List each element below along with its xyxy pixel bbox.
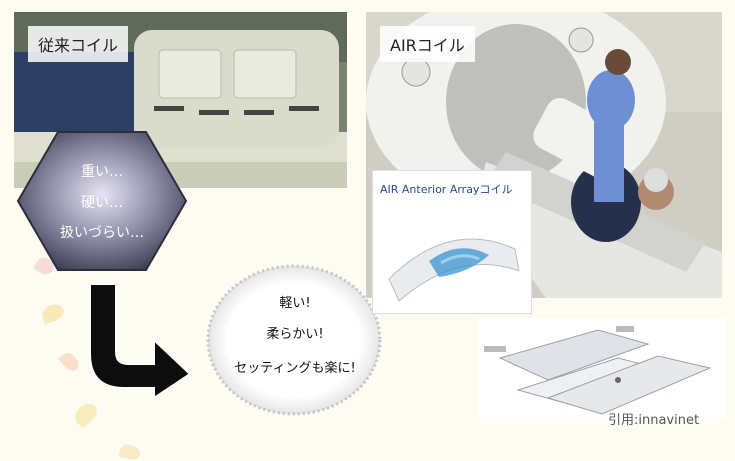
conventional-coil-tag: 従来コイル — [28, 26, 129, 62]
petal-decoration — [39, 301, 67, 325]
air-coil-photo: AIRコイル — [366, 12, 722, 298]
benefits-bubble — [206, 264, 382, 416]
benefit-soft: 柔らかい! — [266, 327, 324, 342]
complaint-heavy: 重い… — [81, 164, 123, 180]
air-coil-product-image — [388, 238, 520, 302]
complaint-hard: 硬い… — [81, 195, 123, 211]
air-coil-tag: AIRコイル — [380, 26, 475, 62]
benefit-easy-setting: セッティングも楽に! — [234, 361, 356, 376]
complaint-difficult: 扱いづらい… — [60, 225, 144, 241]
petal-decoration — [71, 399, 101, 429]
petal-decoration — [118, 442, 142, 461]
benefit-light: 軽い! — [279, 296, 311, 311]
flat-coil-pads-image — [478, 318, 726, 420]
air-anterior-array-title: AIR Anterior Arrayコイル — [380, 183, 513, 196]
air-anterior-array-card: AIR Anterior Arrayコイル — [372, 170, 532, 314]
petal-decoration — [58, 349, 82, 375]
image-credit: 引用:innavinet — [608, 413, 700, 428]
arrow-icon — [89, 283, 192, 400]
complaint-hexagon — [16, 131, 188, 271]
